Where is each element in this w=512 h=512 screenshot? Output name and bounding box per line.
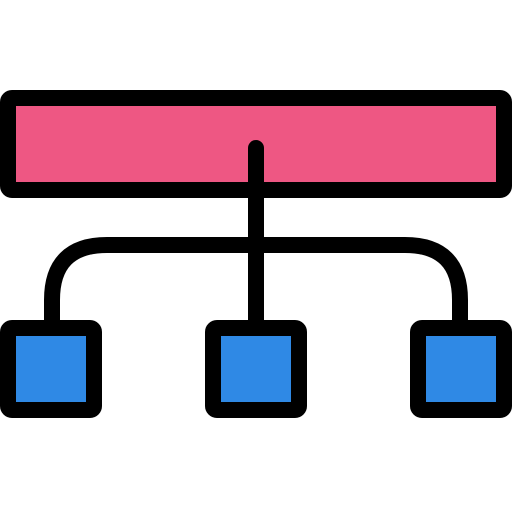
- child-node-left: [0, 320, 102, 418]
- child-node-center: [205, 320, 307, 418]
- child-node-right: [410, 320, 512, 418]
